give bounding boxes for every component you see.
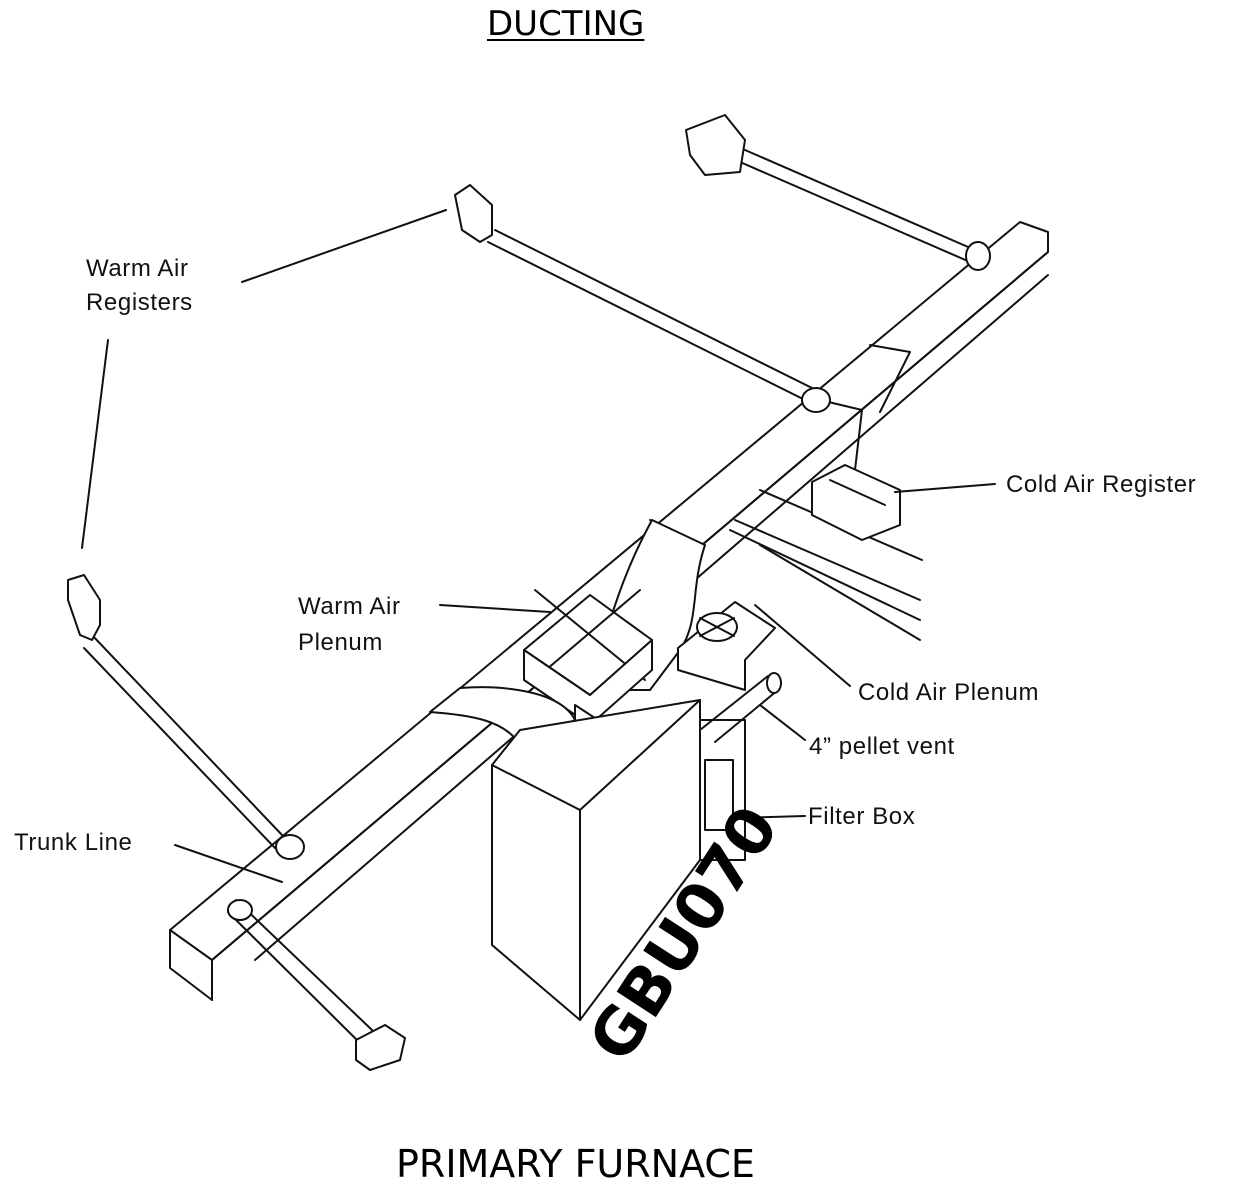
- label-pellet-vent: 4” pellet vent: [809, 733, 955, 760]
- label-trunk-line: Trunk Line: [14, 829, 133, 856]
- leader-lines: [81, 209, 996, 883]
- label-warm-air-registers-line1: Warm Air: [86, 255, 189, 282]
- furnace-cabinet: [491, 699, 746, 1021]
- label-warm-air-plenum-line1: Warm Air: [298, 593, 401, 620]
- label-warm-air-registers-line2: Registers: [86, 289, 193, 316]
- label-cold-air-plenum: Cold Air Plenum: [858, 679, 1039, 706]
- label-filter-box: Filter Box: [808, 803, 915, 830]
- diagram-subtitle: PRIMARY FURNACE: [396, 1142, 755, 1186]
- label-warm-air-plenum-line2: Plenum: [298, 629, 383, 656]
- warm-air-register-branches: [67, 114, 991, 1071]
- label-cold-air-register: Cold Air Register: [1006, 471, 1196, 498]
- pellet-vent-pipe: [699, 672, 782, 743]
- cold-air-plenum: [677, 464, 923, 691]
- diagram-title: DUCTING: [487, 4, 645, 44]
